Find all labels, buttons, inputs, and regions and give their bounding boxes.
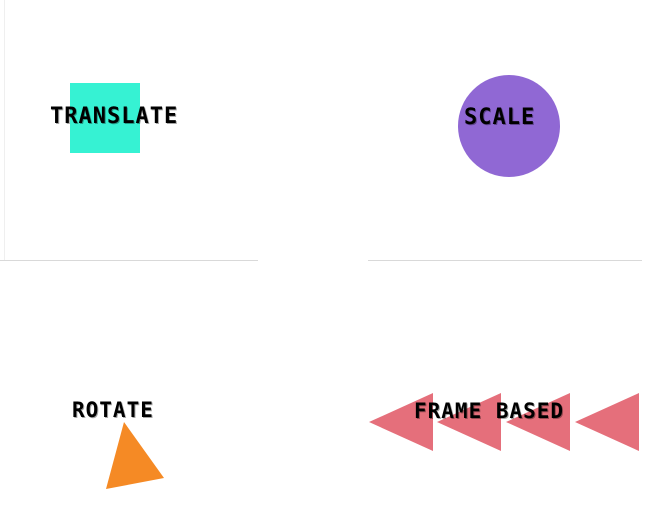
scale-label: SCALE — [464, 105, 536, 130]
frame-based-panel: FRAME BASED — [368, 262, 656, 528]
translate-square — [70, 83, 140, 153]
frame-based-triangles — [369, 393, 639, 451]
rotate-triangle-shape — [106, 422, 164, 489]
divider-top-left — [0, 260, 258, 261]
translate-panel: TRANSLATE — [0, 0, 258, 260]
rotate-triangle — [106, 422, 164, 489]
divider-top-right — [368, 260, 642, 261]
rotate-panel: ROTATE — [0, 262, 258, 528]
left-edge-line — [4, 0, 5, 260]
rotate-label: ROTATE — [72, 398, 154, 422]
frame-triangle-2 — [437, 393, 501, 451]
translate-label: TRANSLATE — [50, 104, 179, 129]
frame-triangle-4 — [575, 393, 639, 451]
frame-triangle-1 — [369, 393, 433, 451]
frame-triangle-3 — [506, 393, 570, 451]
frame-based-label: FRAME BASED — [414, 399, 565, 423]
scale-circle — [458, 75, 560, 177]
scale-panel: SCALE — [368, 0, 656, 260]
